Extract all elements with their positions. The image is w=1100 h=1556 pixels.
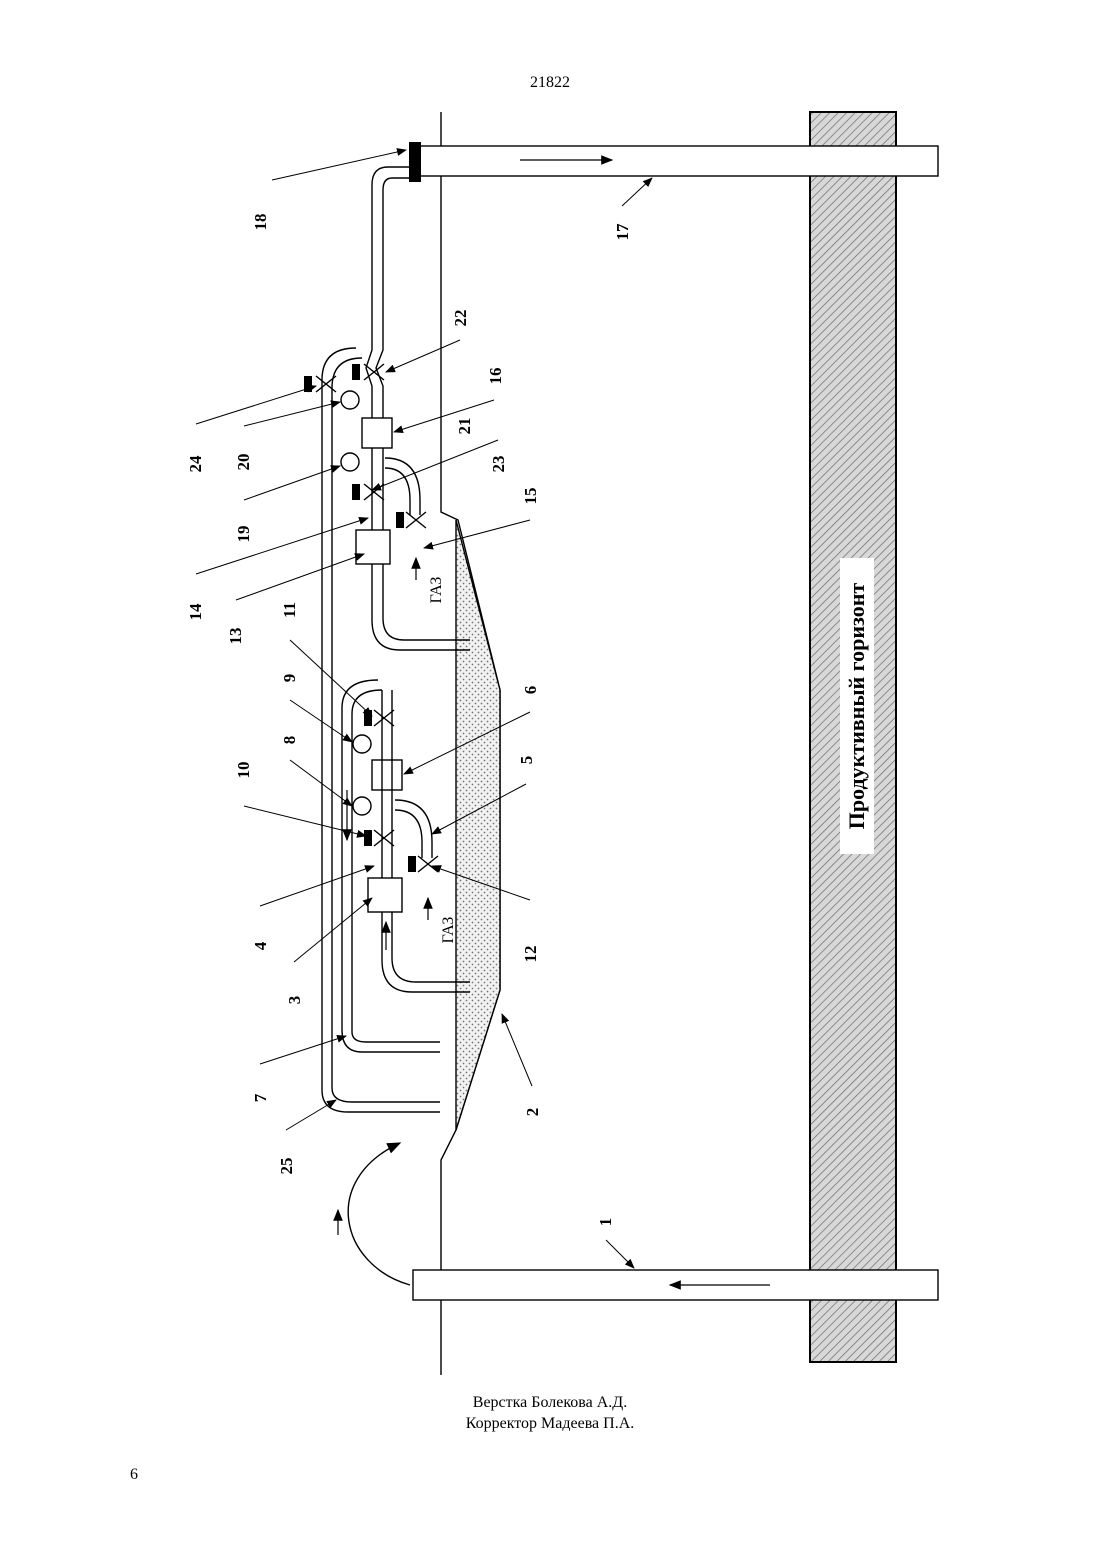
valve-15-handle [396, 512, 404, 528]
gas-label-lower: ГАЗ [440, 917, 457, 944]
valve-12 [418, 856, 438, 872]
callout-16-text: 16 [486, 368, 505, 385]
gas-bypass-upper-inner [385, 468, 410, 515]
callout-6-text: 6 [521, 686, 540, 695]
callout-22: 22 [386, 310, 470, 373]
callout-2: 2 [502, 1014, 542, 1116]
callout-11-text: 11 [280, 602, 299, 618]
gauge-19 [341, 453, 359, 471]
layout-credit: Верстка Болекова А.Д. [0, 1392, 1100, 1413]
callout-18-text: 18 [251, 214, 270, 231]
callout-19: 19 [234, 466, 340, 543]
horizon-label: Продуктивный горизонт [844, 583, 869, 830]
valve-11 [374, 710, 394, 726]
unit-6 [372, 760, 402, 790]
callout-13: 13 [226, 554, 364, 645]
callout-23-text: 23 [489, 456, 508, 473]
gauge-9 [353, 735, 371, 753]
valve-23-handle [352, 484, 360, 500]
page-number: 6 [130, 1466, 138, 1484]
gauge-20 [341, 391, 359, 409]
unit-16 [362, 418, 392, 448]
callout-14-text: 14 [186, 603, 205, 621]
pump-13 [356, 530, 390, 564]
corrector-credit: Корректор Мадеева П.А. [0, 1413, 1100, 1434]
callout-1-text: 1 [596, 1218, 615, 1227]
gas-bypass-upper [385, 458, 420, 515]
callout-8: 8 [280, 736, 352, 806]
callout-3: 3 [285, 898, 372, 1004]
callout-11: 11 [280, 602, 372, 716]
valve-10-handle [364, 830, 372, 846]
callout-21: 21 [455, 418, 474, 435]
callout-25-text: 25 [277, 1158, 296, 1175]
callout-17-text: 17 [613, 223, 632, 241]
injection-well-17 [413, 146, 938, 176]
transfer-arrow [348, 1143, 410, 1285]
callout-4: 4 [251, 866, 374, 950]
callout-1: 1 [596, 1218, 634, 1268]
wellhead-18 [409, 142, 421, 182]
gauge-8 [353, 797, 371, 815]
callout-3-text: 3 [285, 996, 304, 1005]
credits-block: Верстка Болекова А.Д. Корректор Мадеева … [0, 1392, 1100, 1434]
valve-12-handle [408, 856, 416, 872]
gas-bypass-lower [395, 800, 432, 858]
sludge-pit [456, 520, 500, 1130]
callout-8-text: 8 [280, 736, 299, 745]
callout-24-text: 24 [186, 455, 205, 473]
callout-17: 17 [613, 178, 652, 241]
callout-2-text: 2 [523, 1108, 542, 1117]
callout-10-text: 10 [234, 762, 253, 779]
return-pipeline-25 [322, 348, 440, 1112]
callout-14: 14 [186, 518, 368, 621]
valve-15 [406, 512, 426, 528]
valve-22-handle [352, 364, 360, 380]
callout-13-text: 13 [226, 628, 245, 645]
callout-16: 16 [394, 368, 505, 433]
callout-15-text: 15 [521, 488, 540, 505]
callout-22-text: 22 [451, 310, 470, 327]
gas-bypass-lower-inner [395, 810, 422, 858]
callout-20: 20 [234, 402, 340, 471]
callout-19-text: 19 [234, 526, 253, 543]
callout-5-text: 5 [517, 756, 536, 765]
callout-7-text: 7 [251, 1093, 270, 1102]
valve-24 [316, 376, 336, 392]
gas-label-upper: ГАЗ [428, 577, 445, 604]
callout-21-text: 21 [455, 418, 474, 435]
callout-9-text: 9 [280, 674, 299, 683]
callout-9: 9 [280, 674, 352, 742]
valve-10 [374, 830, 394, 846]
main-pipeline-upper-inner [376, 178, 410, 548]
callout-10: 10 [234, 762, 366, 837]
callout-4-text: 4 [251, 941, 270, 950]
pump-3 [368, 878, 402, 912]
callout-25: 25 [277, 1100, 336, 1175]
callout-20-text: 20 [234, 454, 253, 471]
callout-12-text: 12 [521, 946, 540, 963]
